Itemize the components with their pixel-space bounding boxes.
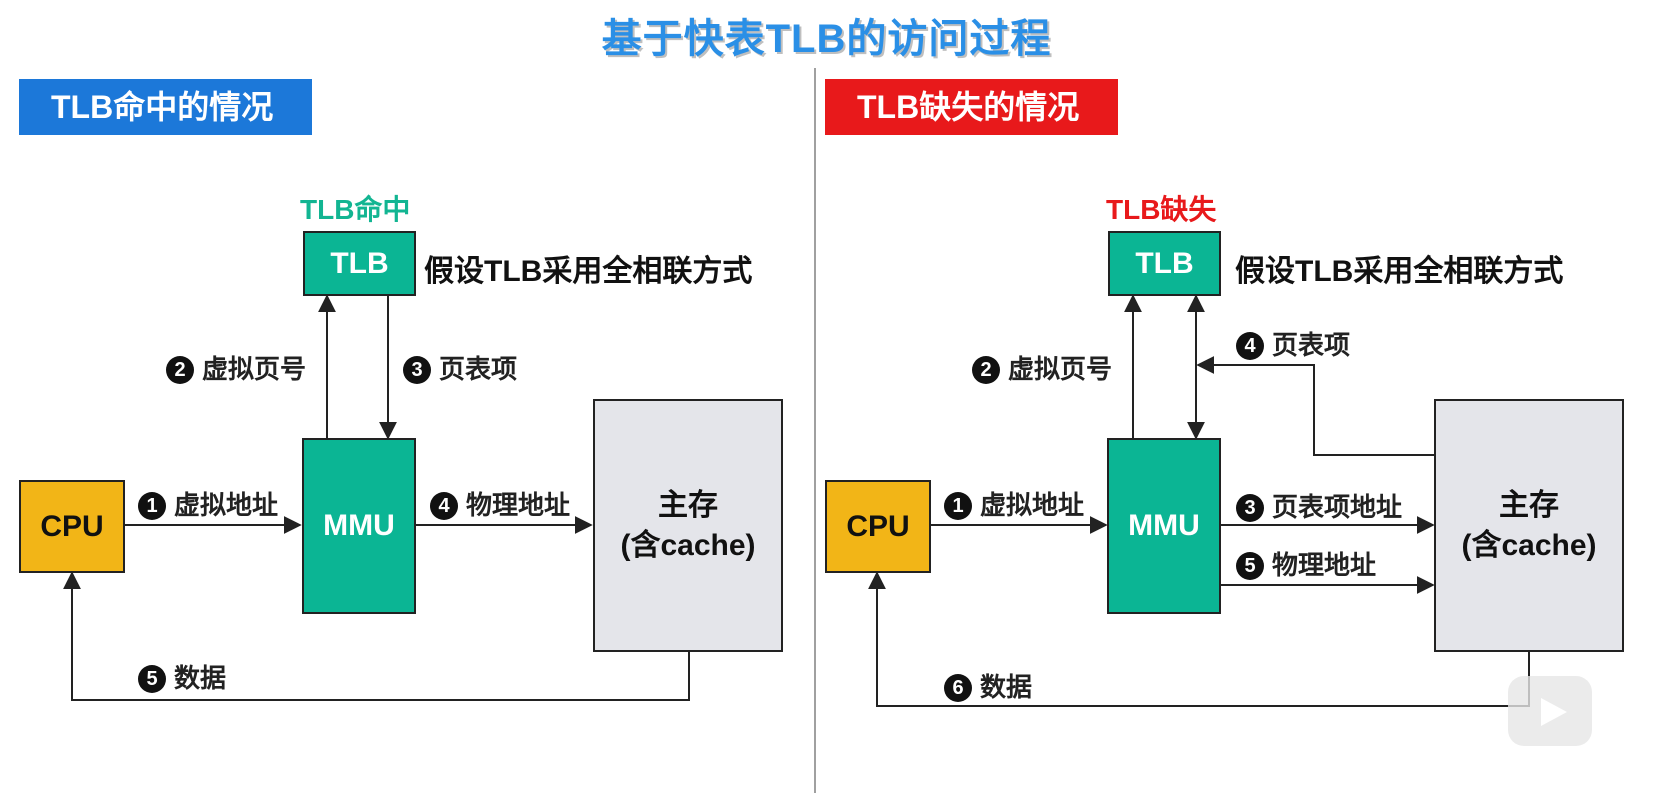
hit-banner: TLB命中的情况 <box>19 79 312 135</box>
mmu-box-left: MMU <box>302 438 416 614</box>
panel-divider <box>814 68 816 793</box>
assumption-label-right: 假设TLB采用全相联方式 <box>1235 255 1564 288</box>
play-icon[interactable] <box>1508 676 1592 746</box>
cpu-box-left: CPU <box>19 480 125 573</box>
tlb-box-left: TLB <box>303 231 416 296</box>
assumption-label-left: 假设TLB采用全相联方式 <box>424 255 753 288</box>
tlb-miss-status: TLB缺失 <box>1106 194 1217 225</box>
memory-box-right: 主存 (含cache) <box>1434 399 1624 652</box>
memory-title-left: 主存 <box>658 488 718 522</box>
arrow-memory-to-tlb-right <box>1196 356 1434 456</box>
mmu-box-right: MMU <box>1107 438 1221 614</box>
tlb-hit-status: TLB命中 <box>300 194 411 225</box>
miss-banner: TLB缺失的情况 <box>825 79 1118 135</box>
arrow-memory-to-cpu-left <box>63 571 690 701</box>
memory-subtitle-left: (含cache) <box>620 528 756 562</box>
page-title: 基于快表TLB的访问过程 <box>601 17 1052 61</box>
cpu-box-right: CPU <box>825 480 931 573</box>
tlb-box-right: TLB <box>1108 231 1221 296</box>
memory-subtitle-right: (含cache) <box>1461 528 1597 562</box>
memory-title-right: 主存 <box>1499 488 1559 522</box>
memory-box-left: 主存 (含cache) <box>593 399 783 652</box>
